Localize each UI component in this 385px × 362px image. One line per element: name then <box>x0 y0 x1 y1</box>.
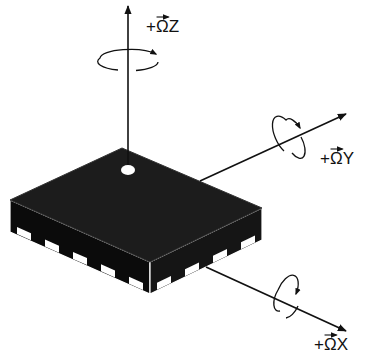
chip-pad <box>101 264 115 277</box>
pin1-dot <box>121 165 135 175</box>
chip-pad <box>17 227 31 240</box>
z-rotation-arrow <box>98 49 156 70</box>
chip-pad <box>157 276 171 290</box>
chip-top-face <box>10 148 262 262</box>
chip-pad <box>45 240 59 253</box>
axis-label-z: +ΩZ <box>146 16 179 38</box>
y-rotation-arrow <box>272 116 300 151</box>
vector-arrows <box>157 17 343 335</box>
chip-pad <box>241 235 255 249</box>
chip-pad <box>73 252 87 265</box>
chip-pads <box>17 227 255 290</box>
chip-pad <box>213 249 227 263</box>
z-axis <box>127 6 129 165</box>
x-rotation-arrow <box>274 275 298 311</box>
chip-pad <box>185 262 199 276</box>
axis-label-x: +ΩX <box>314 334 348 356</box>
y-axis <box>200 114 346 181</box>
z-rotation-arc <box>136 62 158 71</box>
axis-label-y: +ΩY <box>320 148 354 170</box>
y-rotation-arc <box>292 137 305 158</box>
x-rotation-arc <box>286 306 298 318</box>
x-axis <box>206 267 346 331</box>
chip-pad <box>129 277 143 290</box>
